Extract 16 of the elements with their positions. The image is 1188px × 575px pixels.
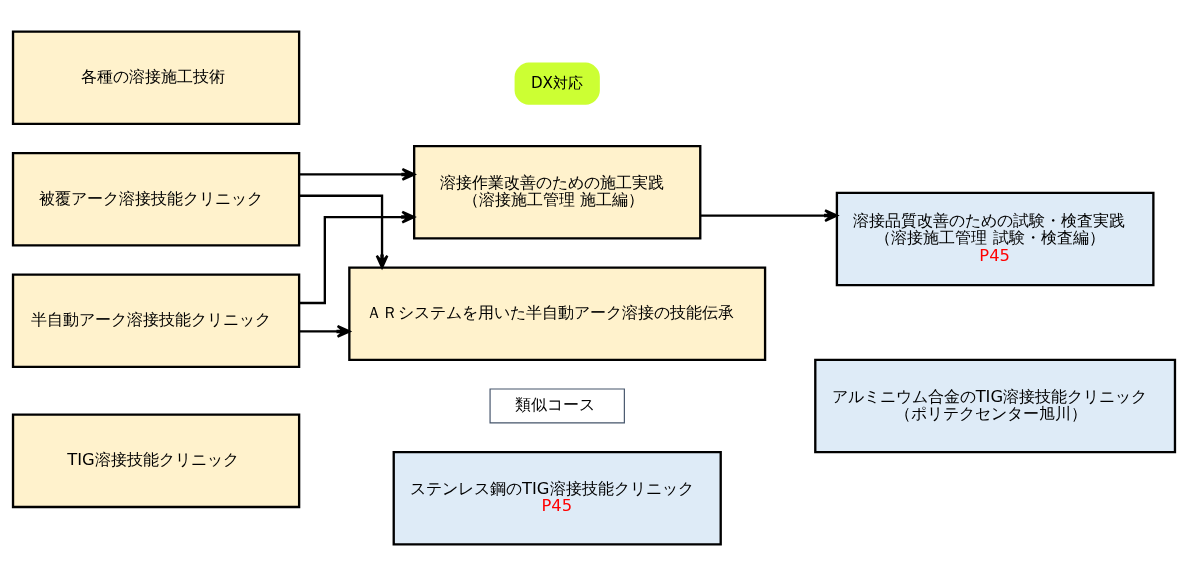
arrow [299,324,351,338]
node-box: 溶接品質改善のための試験・検査実践 （溶接施工管理 試験・検査編） P45 [835,191,1155,286]
node-box: 半自動アーク溶接技能クリニック [11,272,301,368]
node-box: 被覆アーク溶接技能クリニック [11,151,301,247]
node-box: 溶接作業改善のための施工実践 （溶接施工管理 施工編） [413,144,702,240]
node-box: アルミニウム合金のTIG溶接技能クリニック （ポリテクセンター旭川） [814,358,1177,453]
arrow [299,194,389,269]
node-box: 各種の溶接施工技術 [11,30,301,125]
arrow [700,208,838,222]
node-box: 類似コース [489,387,625,423]
node-box: DX対応 [514,62,600,105]
arrow [299,167,416,181]
node-box: ステンレス鋼のTIG溶接技能クリニック P45 [392,450,722,545]
arrow [299,210,416,304]
node-box: TIG溶接技能クリニック [11,413,301,508]
node-box: ＡＲシステムを用いた半自動アーク溶接の技能伝承 [348,265,767,361]
